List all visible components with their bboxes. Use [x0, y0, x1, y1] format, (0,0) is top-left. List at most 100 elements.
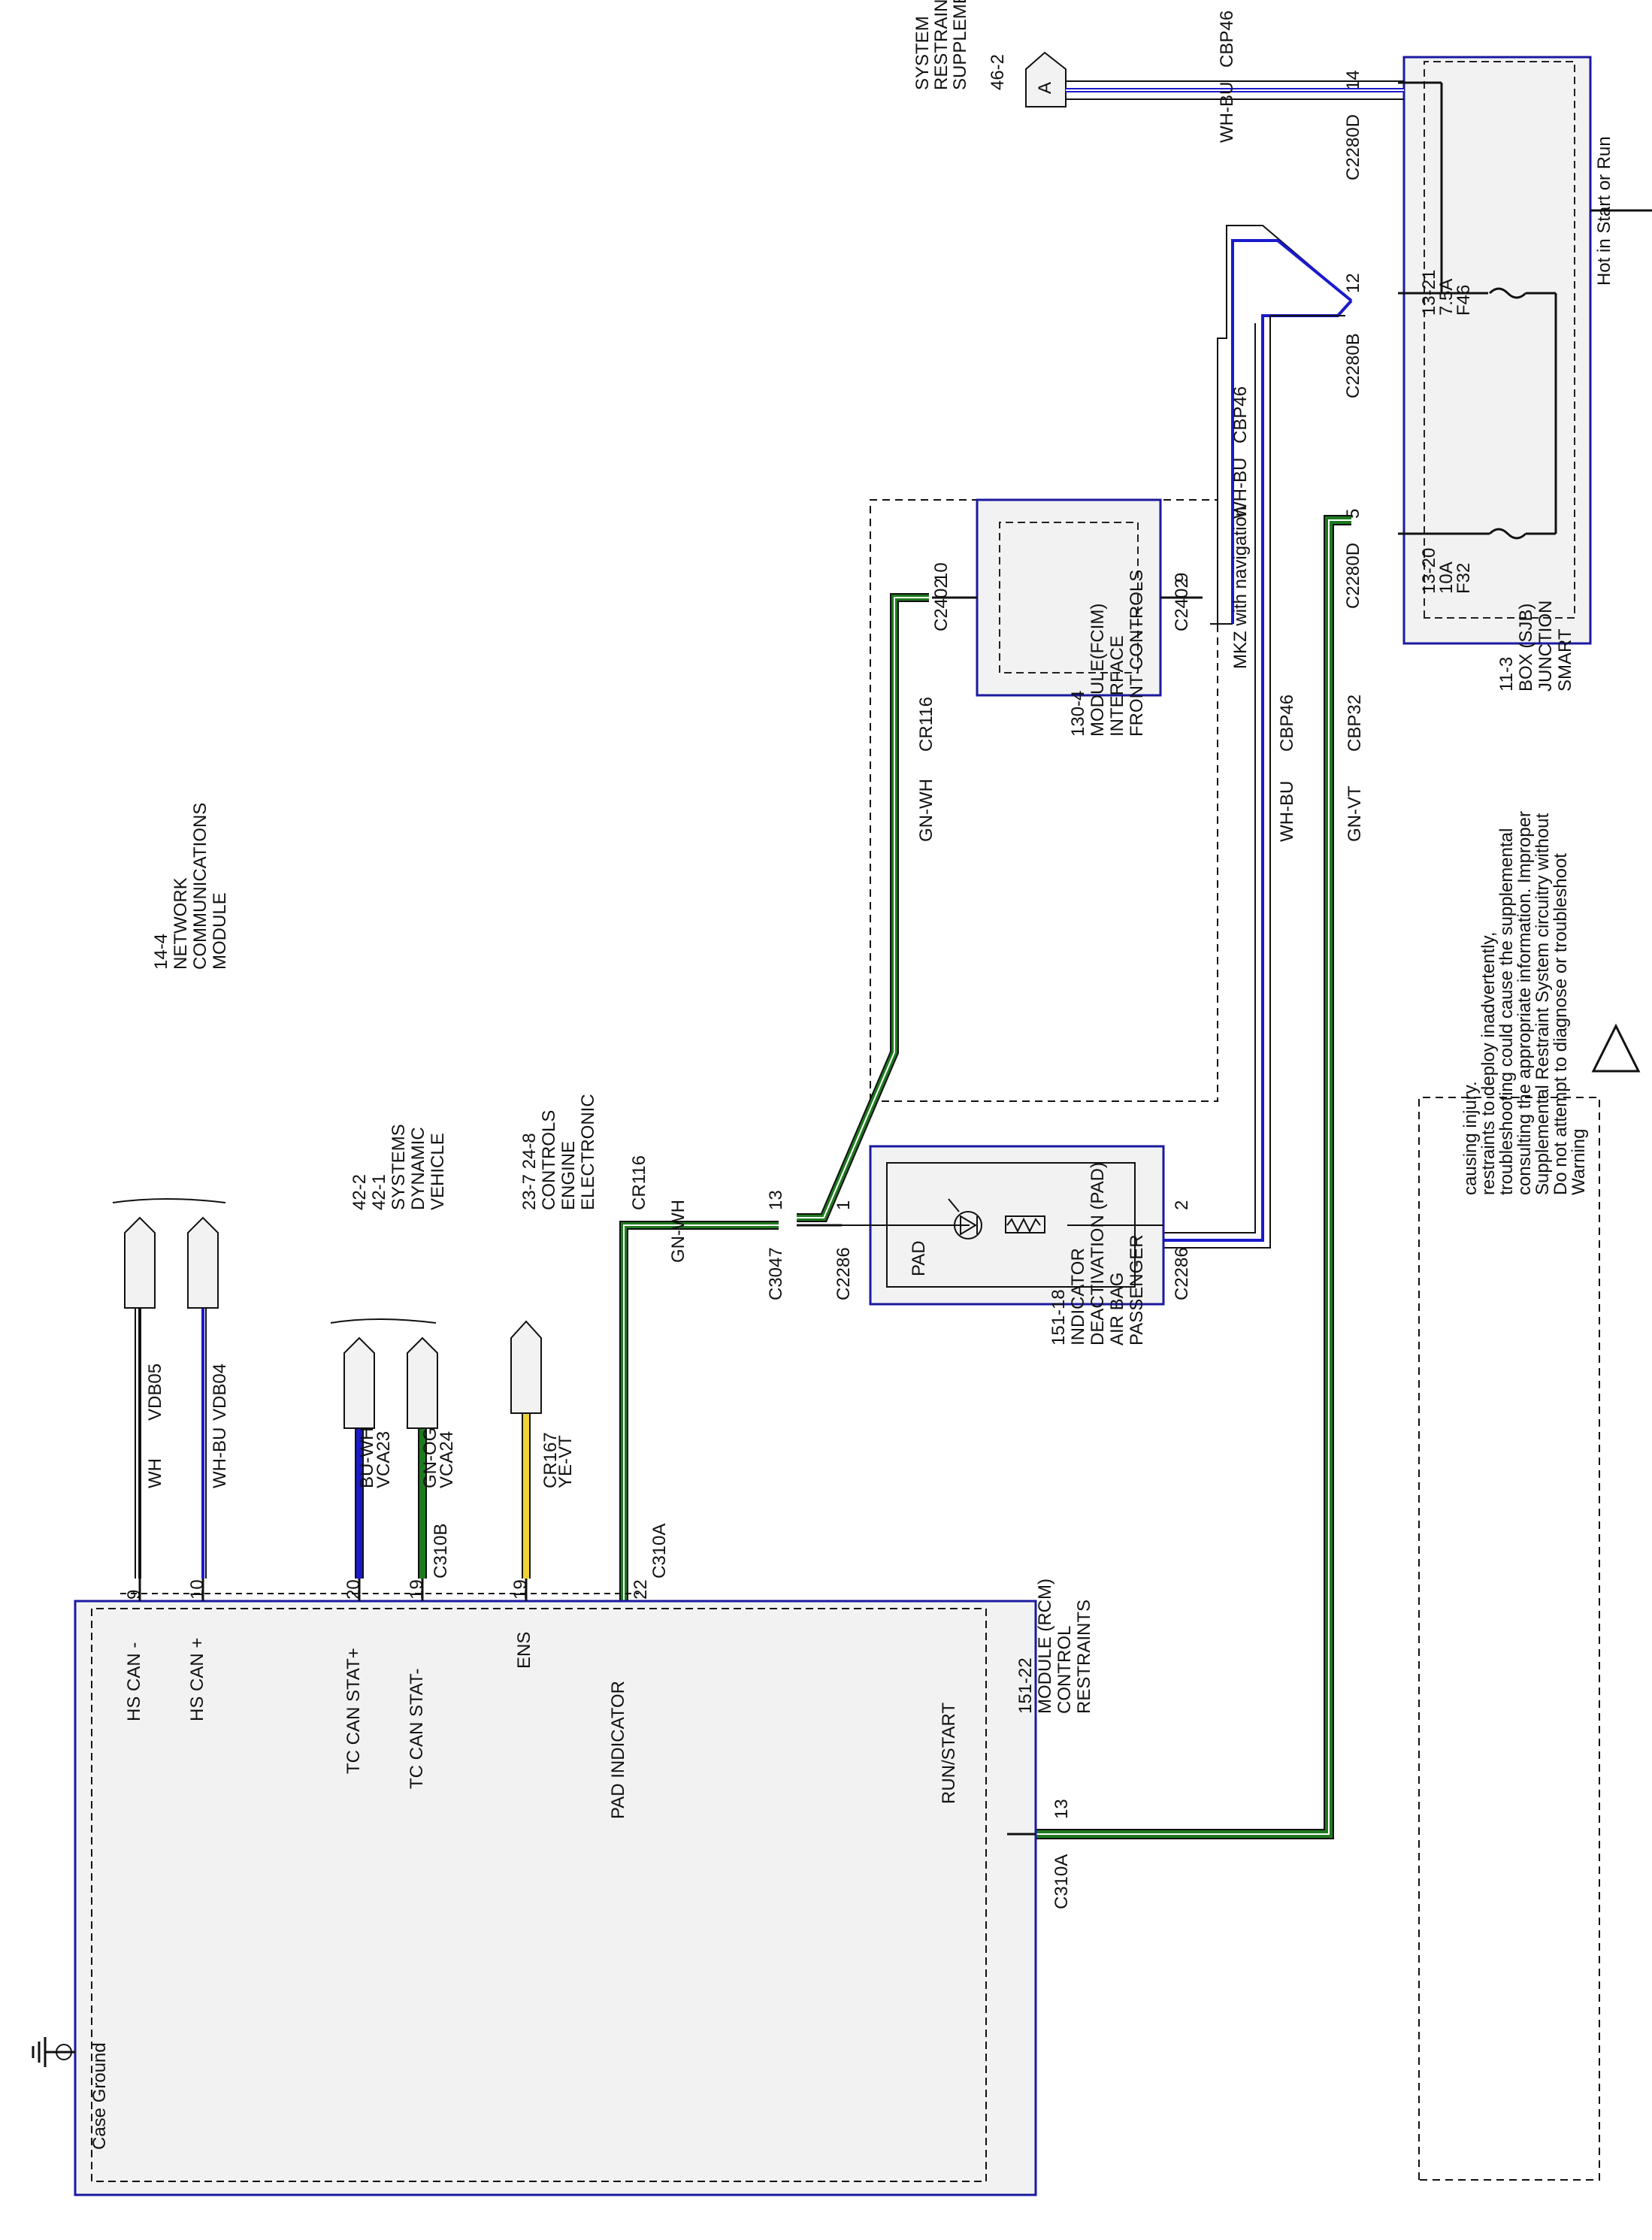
- fuse-f32-amp: 10A: [1436, 562, 1457, 594]
- sjb-name-2: JUNCTION: [1536, 601, 1556, 692]
- rcm-pad-indicator: PAD INDICATOR: [608, 1681, 628, 1819]
- pad-resistor-icon: [1005, 1215, 1045, 1234]
- pad-module: PAD PASSENGER AIR BAG DEACTIVATION (PAD)…: [842, 1145, 1165, 1346]
- pad-led-icon: [948, 1198, 982, 1240]
- rcm-tc-minus: TC CAN STAT-: [407, 1669, 427, 1789]
- wire-cr116-fcim: [797, 593, 929, 1222]
- wire-tc-plus-circuit: VCA23: [374, 1431, 394, 1488]
- pin-10: 10: [931, 562, 952, 583]
- fcim-module: FRONT CONTROLS INTERFACE MODULE(FCIM) 13…: [932, 498, 1203, 737]
- eec-name-3: CONTROLS: [539, 1110, 559, 1210]
- wire-run-color: GN-VT: [1345, 786, 1365, 842]
- pin-12: 12: [1343, 273, 1363, 293]
- rcm-tc-plus: TC CAN STAT+: [343, 1648, 364, 1774]
- warning-line-2: Do not attempt to diagnose or troublesho…: [1551, 853, 1571, 1195]
- wire-cbp46-srs: [1066, 80, 1404, 100]
- pad-inner-label: PAD: [909, 1240, 929, 1276]
- eec-name-4: 23-7 24-8: [519, 1133, 540, 1210]
- wire-mid-circuit: CBP46: [1230, 386, 1251, 443]
- eec-name-1: ELECTRONIC: [578, 1094, 598, 1210]
- srs-name-3: SYSTEM: [912, 16, 933, 90]
- warning-line-5: troubleshooting could cause the suppleme…: [1496, 828, 1517, 1195]
- wire-rcm-pad-color: GN-WH: [668, 1200, 688, 1263]
- pad-name-3: DEACTIVATION (PAD): [1088, 1162, 1108, 1346]
- pin-20: 20: [343, 1579, 364, 1600]
- pin-14: 14: [1343, 70, 1363, 90]
- wire-mid-color: WH-BU: [1230, 458, 1251, 519]
- vds-name-1: VEHICLE: [428, 1133, 448, 1210]
- wire-top-circuit: CBP46: [1217, 11, 1237, 68]
- fuse-f32-label: F32: [1454, 563, 1474, 594]
- fcim-option-label: MKZ with navigation: [1230, 507, 1251, 669]
- vds-name-2: DYNAMIC: [408, 1127, 428, 1210]
- conn-c2280d-b: C2280D: [1343, 543, 1363, 609]
- srs-name-2: RESTRAINT: [931, 0, 952, 90]
- fcim-name-2: INTERFACE: [1107, 635, 1127, 737]
- wire-cbp46-main: [1163, 225, 1353, 1249]
- wire-ens-color: YE-VT: [555, 1435, 576, 1488]
- wire-tc-minus-color: GN-OG: [420, 1427, 440, 1488]
- vds-connectors: [330, 1318, 438, 1429]
- conn-c2402-a: C2402: [1172, 578, 1192, 631]
- vds-name-5: 42-2: [349, 1174, 370, 1210]
- wire-ens-circuit: CR167: [540, 1432, 561, 1488]
- conn-c310a-a: C310A: [1051, 1854, 1072, 1909]
- rcm-name-3: MODULE (RCM): [1035, 1579, 1055, 1714]
- rcm-module: RESTRAINTS CONTROL MODULE (RCM) 151-22 R…: [32, 1579, 1094, 2196]
- conn-c310a-b: C310A: [649, 1524, 670, 1579]
- pin-9-hs: 9: [124, 1590, 144, 1600]
- wire-cr116-rcm: [619, 1221, 779, 1601]
- pad-name-5: 151-18: [1048, 1289, 1069, 1346]
- warning-triangle-icon: [1591, 1023, 1641, 1073]
- fuse-f32-ref: 13-20: [1419, 548, 1439, 594]
- vds-name-3: SYSTEMS: [389, 1124, 409, 1210]
- pin-10-hs: 10: [187, 1579, 207, 1600]
- vds-name-4: 42-1: [369, 1174, 389, 1210]
- mcn-name-4: 14-4: [151, 934, 171, 970]
- rcm-case-ground: Case Ground: [89, 2042, 110, 2150]
- conn-c2280d-a: C2280D: [1343, 114, 1363, 180]
- fcim-name-1: FRONT CONTROLS: [1127, 570, 1147, 737]
- wire-hs-plus-color: WH-BU: [210, 1427, 230, 1488]
- srs-connector: A 46-2 SUPPLEMENTAL RESTRAINT SYSTEM: [912, 0, 1067, 107]
- pin-19-tc: 19: [407, 1579, 427, 1600]
- mcn-connectors: [112, 1198, 226, 1309]
- srs-connector-letter: A: [1035, 82, 1055, 94]
- eec-name-2: ENGINE: [558, 1141, 579, 1210]
- srs-ref: 46-2: [988, 54, 1008, 90]
- rcm-run-start: RUN/START: [939, 1703, 959, 1804]
- wire-rcm-pad-circuit: CR116: [629, 1155, 649, 1210]
- wire-tc-plus-color: BU-WH: [357, 1427, 377, 1488]
- wire-pad-feed-color: WH-BU: [1277, 781, 1297, 842]
- pin-9: 9: [1172, 573, 1192, 583]
- warning-line-1: Warning: [1569, 1129, 1589, 1195]
- wire-vdb04: [201, 1308, 207, 1601]
- fuse-f46-amp: 7.5A: [1436, 279, 1457, 316]
- pin-1: 1: [834, 1200, 854, 1210]
- conn-c2286-a: C2286: [1172, 1247, 1192, 1300]
- conn-c310b: C310B: [431, 1524, 451, 1579]
- pin-19-ens: 19: [510, 1579, 531, 1600]
- rcm-name-2: CONTROL: [1054, 1626, 1075, 1714]
- fcim-name-3: MODULE(FCIM): [1088, 604, 1108, 737]
- mcn-name-3: NETWORK: [171, 877, 191, 970]
- conn-c2286-b: C2286: [834, 1247, 854, 1300]
- pin-2: 2: [1172, 1200, 1192, 1210]
- fcim-option-box: MKZ with navigation: [870, 499, 1251, 1102]
- conn-c3047: C3047: [766, 1247, 786, 1300]
- srs-name-1: SUPPLEMENTAL: [950, 0, 970, 90]
- pin-13-rcm: 13: [1051, 1799, 1072, 1819]
- rcm-hs-minus: HS CAN -: [124, 1642, 144, 1721]
- smart-junction-box: Hot in Start or Run SMART JUNCTION BOX (…: [1398, 56, 1652, 692]
- pad-name-1: PASSENGER: [1127, 1234, 1147, 1346]
- wire-tc-minus-circuit: VCA24: [437, 1431, 457, 1488]
- warning-box: Warning Do not attempt to diagnose or tr…: [1418, 811, 1641, 2181]
- pin-22: 22: [631, 1579, 651, 1600]
- fuse-f46-label: F46: [1454, 285, 1474, 316]
- pad-name-2: AIR BAG: [1107, 1273, 1127, 1346]
- mcn-name-2: COMMUNICATIONS: [190, 803, 210, 970]
- conn-c2280b: C2280B: [1343, 333, 1363, 398]
- fuse-f46-icon: F46 7.5A 13-21: [1398, 270, 1527, 316]
- conn-c2402-b: C2402: [931, 578, 952, 631]
- wire-run-circuit: CBP32: [1345, 695, 1365, 752]
